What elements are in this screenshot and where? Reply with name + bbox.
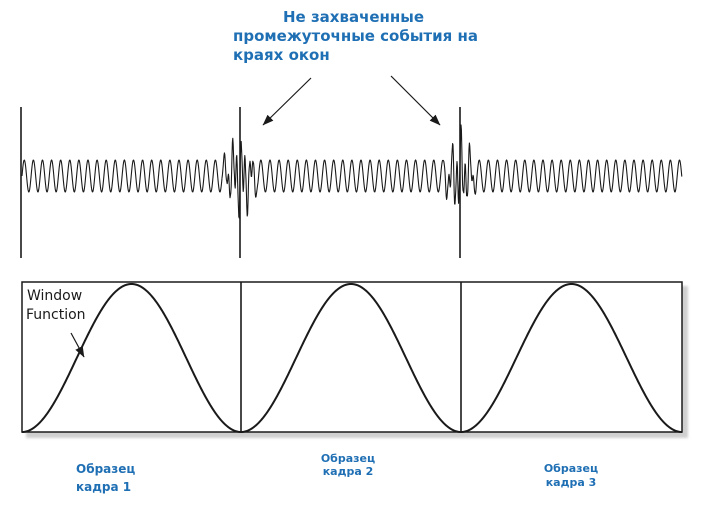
window-function-label-line-2: Function bbox=[26, 307, 86, 323]
signal-trace bbox=[21, 124, 683, 219]
window-panel bbox=[21, 281, 683, 433]
frame-label-3-line-2: кадра 3 bbox=[545, 476, 597, 489]
window-function-curves bbox=[21, 282, 683, 433]
frame-label-2: Образец кадра 2 bbox=[298, 452, 398, 478]
annotation-line-3: краях окон bbox=[233, 46, 330, 64]
frame-label-2-line-1: Образец bbox=[320, 452, 376, 465]
annotation-line-1: Не захваченные bbox=[283, 8, 425, 26]
signal-segment-2 bbox=[257, 159, 444, 193]
window-function-curve-3 bbox=[460, 282, 683, 433]
window-function-curve-1 bbox=[21, 282, 242, 433]
signal-segment-3 bbox=[476, 159, 683, 193]
frame-label-3-line-1: Образец bbox=[543, 462, 599, 475]
annotation-arrow-left bbox=[262, 77, 312, 126]
window-function-arrow bbox=[70, 332, 85, 358]
window-function-curve-2 bbox=[240, 282, 462, 433]
frame-label-3: Образец кадра 3 bbox=[521, 462, 621, 490]
frame-label-2-line-2: кадра 2 bbox=[322, 465, 374, 478]
annotation-arrow-right bbox=[390, 75, 441, 126]
window-function-label-line-1: Window bbox=[27, 288, 83, 304]
annotation-line-2: промежуточные события на bbox=[233, 27, 478, 45]
frame-label-1-line-1: Образец bbox=[76, 462, 136, 476]
frame-label-1: Образец кадра 1 bbox=[76, 460, 135, 496]
frame-label-1-line-2: кадра 1 bbox=[76, 480, 132, 494]
signal-segment-1 bbox=[21, 159, 223, 193]
